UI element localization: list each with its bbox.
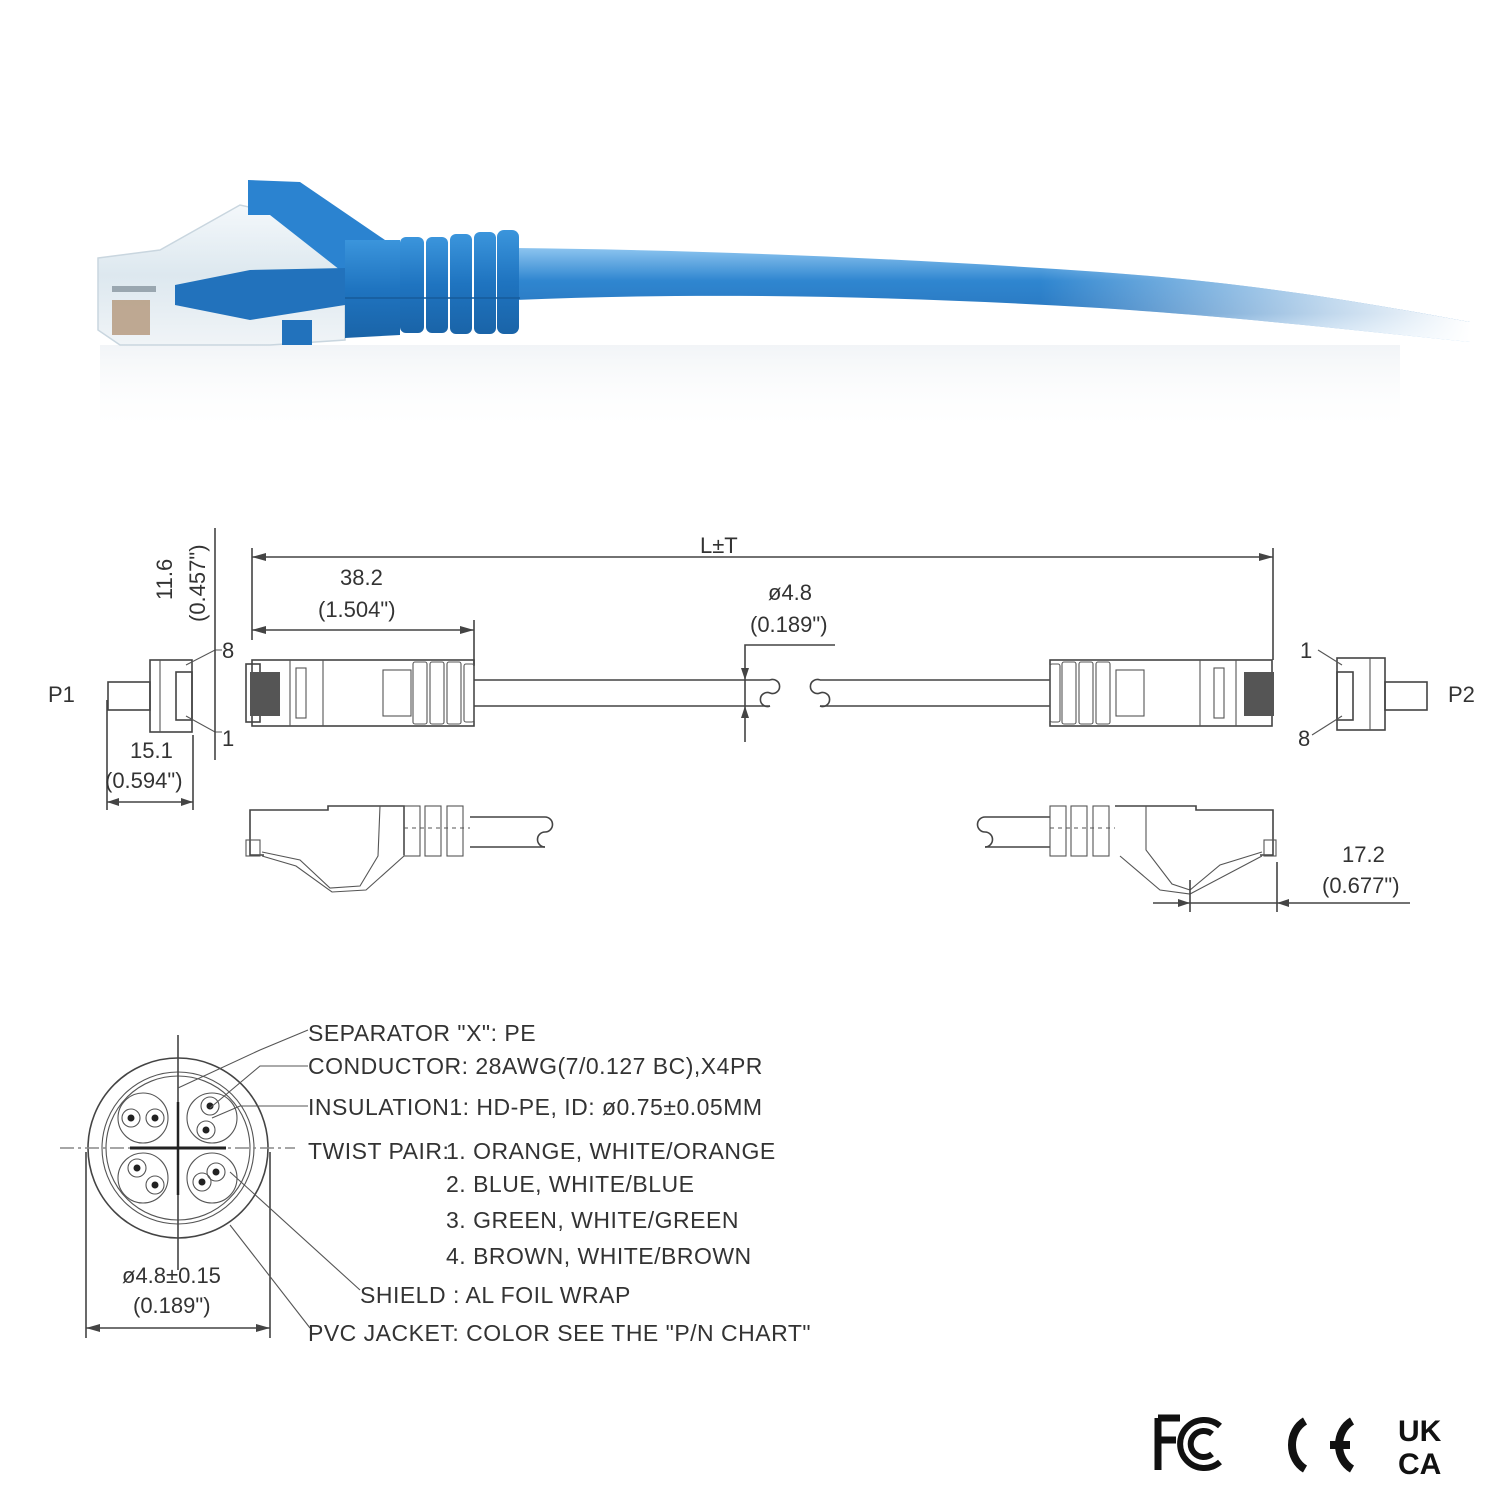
separator-callout: SEPARATOR "X": PE: [308, 1020, 536, 1046]
plug-width-in: (0.594"): [105, 768, 183, 793]
twist-pair-1: 1. ORANGE, WHITE/ORANGE: [446, 1138, 776, 1164]
twist-pair-4: 4. BROWN, WHITE/BROWN: [446, 1243, 752, 1269]
spec-callouts: SEPARATOR "X": PE CONDUCTOR: 28AWG(7/0.1…: [308, 1020, 811, 1346]
cable-diameter-in: (0.189"): [750, 612, 828, 637]
twist-pair-label: TWIST PAIR:: [308, 1138, 449, 1164]
twisted-pair-4: [186, 1152, 238, 1204]
side-view-drawing: 17.2 (0.677"): [245, 805, 1410, 912]
latch-length-in: (0.677"): [1322, 873, 1400, 898]
insulation-callout: INSULATION1: HD-PE, ID: ø0.75±0.05MM: [308, 1094, 763, 1120]
twisted-pair-3: [117, 1152, 169, 1204]
plug-height-mm: 11.6: [152, 559, 177, 600]
svg-text:UK: UK: [1398, 1415, 1442, 1448]
p2-pin-bottom: 8: [1298, 726, 1310, 751]
ce-mark-icon: [1288, 1417, 1355, 1473]
shield-callout: SHIELD : AL FOIL WRAP: [360, 1282, 631, 1308]
twisted-pair-2: [186, 1092, 238, 1144]
ukca-mark-icon: UK CA: [1398, 1415, 1442, 1481]
cable-photo: [97, 180, 1470, 435]
overall-length-label: L±T: [700, 533, 738, 558]
p1-pin-bottom: 1: [222, 726, 234, 751]
cross-section-diameter-in: (0.189"): [133, 1293, 211, 1318]
p1-pin-top: 8: [222, 638, 234, 663]
p2-pin-top: 1: [1300, 638, 1312, 663]
top-view-drawing: L±T 38.2 (1.504") P1 8 1 11.6 (0.457") 1…: [48, 528, 1475, 810]
twisted-pair-1: [117, 1092, 169, 1144]
twist-pair-3: 3. GREEN, WHITE/GREEN: [446, 1207, 739, 1233]
jacket-callout: PVC JACKET: COLOR SEE THE "P/N CHART": [308, 1320, 811, 1346]
certification-marks: UK CA: [1154, 1414, 1442, 1481]
twist-pair-2: 2. BLUE, WHITE/BLUE: [446, 1171, 695, 1197]
cable-diameter-mm: ø4.8: [768, 580, 812, 605]
p2-label: P2: [1448, 682, 1475, 707]
svg-text:CA: CA: [1398, 1448, 1441, 1481]
boot-length-mm: 38.2: [340, 565, 383, 590]
latch-length-mm: 17.2: [1342, 842, 1385, 867]
conductor-callout: CONDUCTOR: 28AWG(7/0.127 BC),X4PR: [308, 1053, 763, 1079]
boot-length-in: (1.504"): [318, 597, 396, 622]
p1-label: P1: [48, 682, 75, 707]
plug-height-in: (0.457"): [185, 544, 210, 622]
cable-cross-section: ø4.8±0.15 (0.189"): [60, 1029, 361, 1338]
plug-width-mm: 15.1: [130, 738, 173, 763]
cross-section-diameter-mm: ø4.8±0.15: [122, 1263, 221, 1288]
fcc-mark-icon: [1154, 1414, 1222, 1471]
